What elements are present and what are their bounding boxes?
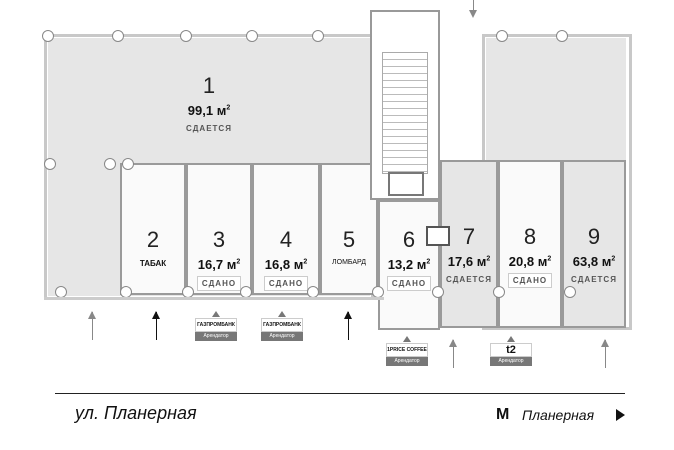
unit-6[interactable]: 6 13,2 м2 СДАНО — [378, 200, 440, 330]
fixture-icon — [426, 226, 450, 246]
play-arrow-icon — [616, 409, 625, 421]
unit-tenant-label: ТАБАК — [139, 259, 167, 268]
unit-status: СДАНО — [507, 273, 553, 288]
metro-station-name: Планерная — [522, 407, 595, 423]
unit-4[interactable]: 4 16,8 м2 СДАНО — [252, 163, 320, 295]
unit-status: СДАНО — [386, 276, 432, 291]
metro-m-icon: M — [496, 406, 510, 423]
unit-area: 17,6 м2 — [447, 254, 491, 269]
unit-number: 1 — [202, 73, 216, 98]
unit-number: 9 — [587, 224, 601, 249]
column-icon — [180, 30, 192, 42]
unit-status: СДАЕТСЯ — [571, 275, 617, 284]
column-icon — [44, 158, 56, 170]
column-icon — [122, 158, 134, 170]
facade-line — [44, 297, 384, 300]
unit-area: 16,7 м2 — [197, 257, 241, 272]
unit-9[interactable]: 9 63,8 м2 СДАЕТСЯ — [562, 160, 626, 328]
entrance-arrow-icon — [601, 339, 609, 368]
unit-5[interactable]: 5 ЛОМБАРД — [320, 163, 378, 295]
stairwell — [370, 10, 440, 200]
unit-tenant-label: ЛОМБАРД — [332, 259, 366, 266]
unit-number: 5 — [342, 227, 356, 252]
column-icon — [246, 30, 258, 42]
column-icon — [42, 30, 54, 42]
unit-status: СДАЕТСЯ — [186, 124, 232, 133]
tenant-marker-icon — [278, 311, 286, 317]
column-icon — [556, 30, 568, 42]
unit-area: 20,8 м2 — [508, 254, 552, 269]
unit-area: 13,2 м2 — [387, 257, 431, 272]
column-icon — [112, 30, 124, 42]
tenant-marker-icon — [403, 336, 411, 342]
tenant-marker-icon — [212, 311, 220, 317]
unit-area: 99,1 м2 — [187, 103, 231, 118]
street-name: ул. Планерная — [75, 403, 197, 423]
column-icon — [104, 158, 116, 170]
entrance-arrow-icon — [344, 311, 352, 340]
tenant-marker-icon — [507, 336, 515, 342]
unit-status: СДАЕТСЯ — [446, 275, 492, 284]
street-line — [55, 393, 625, 394]
unit-number: 3 — [212, 227, 226, 252]
unit-status: СДАНО — [263, 276, 309, 291]
column-icon — [312, 30, 324, 42]
unit-3[interactable]: 3 16,7 м2 СДАНО — [186, 163, 252, 295]
unit-number: 4 — [279, 227, 293, 252]
unit-status: СДАНО — [196, 276, 242, 291]
unit-area: 16,8 м2 — [264, 257, 308, 272]
unit-2[interactable]: 2 ТАБАК — [120, 163, 186, 295]
column-icon — [432, 286, 444, 298]
entrance-arrow-icon — [88, 311, 96, 340]
unit-area: 63,8 м2 — [572, 254, 616, 269]
column-icon — [564, 286, 576, 298]
column-icon — [493, 286, 505, 298]
unit-number: 6 — [402, 227, 416, 252]
stairs-icon — [382, 52, 428, 174]
unit-number: 8 — [523, 224, 537, 249]
entrance-arrow-down-icon — [469, 0, 477, 18]
column-icon — [496, 30, 508, 42]
unit-8[interactable]: 8 20,8 м2 СДАНО — [498, 160, 562, 328]
entrance-arrow-icon — [152, 311, 160, 340]
unit-number: 7 — [462, 224, 476, 249]
elevator-icon — [388, 172, 424, 196]
unit-number: 2 — [146, 227, 160, 252]
entrance-arrow-icon — [449, 339, 457, 368]
unit-9-upper — [486, 38, 626, 160]
